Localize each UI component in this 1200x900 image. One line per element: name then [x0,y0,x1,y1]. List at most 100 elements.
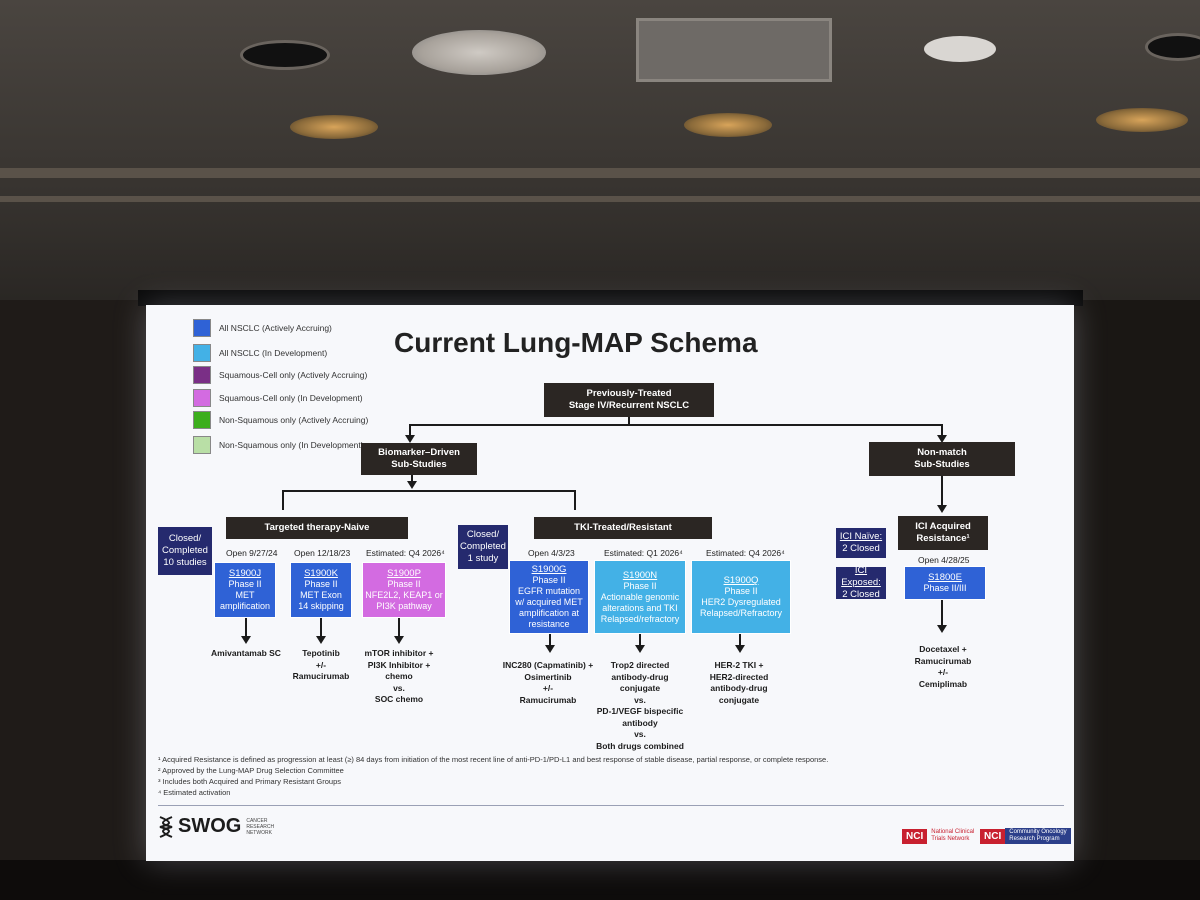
arrow [316,636,326,644]
legend-swatch [193,366,211,384]
dna-icon [159,815,173,838]
legend-label: All NSCLC (Actively Accruing) [219,323,332,333]
arrow [405,435,415,443]
tki-header: TKI-Treated/Resistant [534,517,712,539]
ceiling-light [684,113,772,137]
study-id: S1900P [387,568,421,579]
nci-mark: NCI [980,828,1006,844]
study-desc: w/ acquired MET [515,597,583,607]
study-desc: amplification [219,601,271,611]
biomarker-line2: Sub-Studies [391,459,447,470]
study-s1900j: S1900J Phase II MET amplification [214,562,276,618]
legend-swatch [193,389,211,407]
biomarker-node: Biomarker–Driven Sub-Studies [361,443,477,475]
study-desc: PI3K pathway [376,601,432,611]
closed-line: 10 studies [163,557,207,568]
study-phase: Phase II [532,575,566,585]
study-desc: Actionable genomic [600,591,680,602]
study-desc: HER2 Dysregulated [701,597,781,607]
study-phase: Phase II [623,580,657,591]
wall [0,300,150,900]
closed-studies-box: Closed/ Completed 10 studies [158,527,212,575]
study-desc: amplification at resistance [518,608,580,629]
smoke-detector [924,36,996,62]
footnote: ³ Includes both Acquired and Primary Res… [158,777,342,786]
connector [282,490,576,492]
ceiling-light [240,40,330,70]
legend-label: Non-Squamous only (In Development) [219,440,364,450]
arrow [937,435,947,443]
biomarker-line1: Biomarker–Driven [378,447,460,458]
legend-swatch [193,319,211,337]
treatment-text: Docetaxel + Ramucirumab +/- Cemiplimab [914,644,972,689]
arrow [635,645,645,653]
connector [409,424,411,436]
treatment-text: mTOR inhibitor + PI3K Inhibitor + chemo … [364,648,434,704]
study-desc: MET [235,590,255,600]
naive-header: Targeted therapy-Naive [226,517,408,539]
study-desc: Relapsed/Refractory [699,608,783,618]
closed-line: Completed [162,545,208,556]
connector [411,475,413,483]
closed-line: Closed/ [168,533,202,544]
slide-title: Current Lung-MAP Schema [394,327,758,358]
ceiling-trim [0,196,1200,202]
study-desc: 14 skipping [298,601,344,611]
study-id: S1900J [228,568,262,579]
nci-ctn-logo: NCI National Clinical Trials Network [902,825,993,847]
arrow [545,645,555,653]
treatment-text: HER-2 TKI + HER2-directed antibody-drug … [709,660,769,705]
open-date: Estimated: Q4 2026⁴ [366,548,445,558]
study-s1900n: S1900N Phase II Actionable genomic alter… [594,560,686,634]
study-s1900g: S1900G Phase II EGFR mutation w/ acquire… [509,560,589,634]
treatment-text: Trop2 directed antibody-drug conjugate v… [596,660,684,751]
study-s1900p: S1900P Phase II NFE2L2, KEAP1 or PI3K pa… [362,562,446,618]
closed-line: 1 study [467,553,499,564]
footnote: ² Approved by the Lung-MAP Drug Selectio… [158,766,344,775]
swog-logo: SWOG CANCER RESEARCH NETWORK [158,815,280,838]
closed-line: Closed/ [466,529,500,540]
treatment-text: Amivantamab SC [211,648,281,658]
study-desc: EGFR mutation [517,586,581,596]
connector [282,490,284,510]
legend-swatch [193,411,211,429]
ceiling-vent [636,18,832,82]
ici-naive-label: ICI Naïve: [839,531,883,542]
connector [574,490,576,510]
nci-corp-logo: NCI Community Oncology Research Program [980,825,1072,847]
legend-label: Non-Squamous only (Actively Accruing) [219,415,369,425]
nonmatch-line2: Sub-Studies [914,459,970,470]
swog-logo-text: SWOG [178,815,242,837]
study-id: S1900Q [723,575,759,586]
study-id: S1900K [304,568,338,579]
legend-label: All NSCLC (In Development) [219,348,328,358]
study-desc: alterations and TKI [602,602,678,613]
ceiling-light [290,115,378,139]
ceiling-light [1145,33,1200,61]
ici-naive-value: 2 Closed [842,543,880,554]
ici-exposed-label: ICI Exposed: [841,565,881,588]
nonmatch-line1: Non-match [917,447,967,458]
connector [628,417,630,425]
study-phase: Phase II [724,586,758,596]
legend-item: Non-Squamous only (Actively Accruing) [193,411,399,429]
study-phase: Phase II/III [923,583,967,593]
ceiling-trim [0,168,1200,178]
arrow [937,505,947,513]
footnote: ⁴ Estimated activation [158,788,231,797]
connector [941,476,943,506]
connector [398,618,400,638]
ici-naive-box: ICI Naïve: 2 Closed [836,528,886,558]
legend-item: Non-Squamous only (In Development) [193,436,399,454]
open-date: Open 4/3/23 [528,548,575,558]
arrow [241,636,251,644]
closed-studies-box: Closed/ Completed 1 study [458,525,508,569]
open-date: Open 4/28/25 [918,555,970,565]
study-desc: MET Exon [300,590,342,600]
arrow [937,625,947,633]
study-s1900k: S1900K Phase II MET Exon 14 skipping [290,562,352,618]
connector [941,600,943,626]
ici-exposed-box: ICI Exposed: 2 Closed [836,565,886,600]
open-date: Open 12/18/23 [294,548,351,558]
floor [0,860,1200,900]
